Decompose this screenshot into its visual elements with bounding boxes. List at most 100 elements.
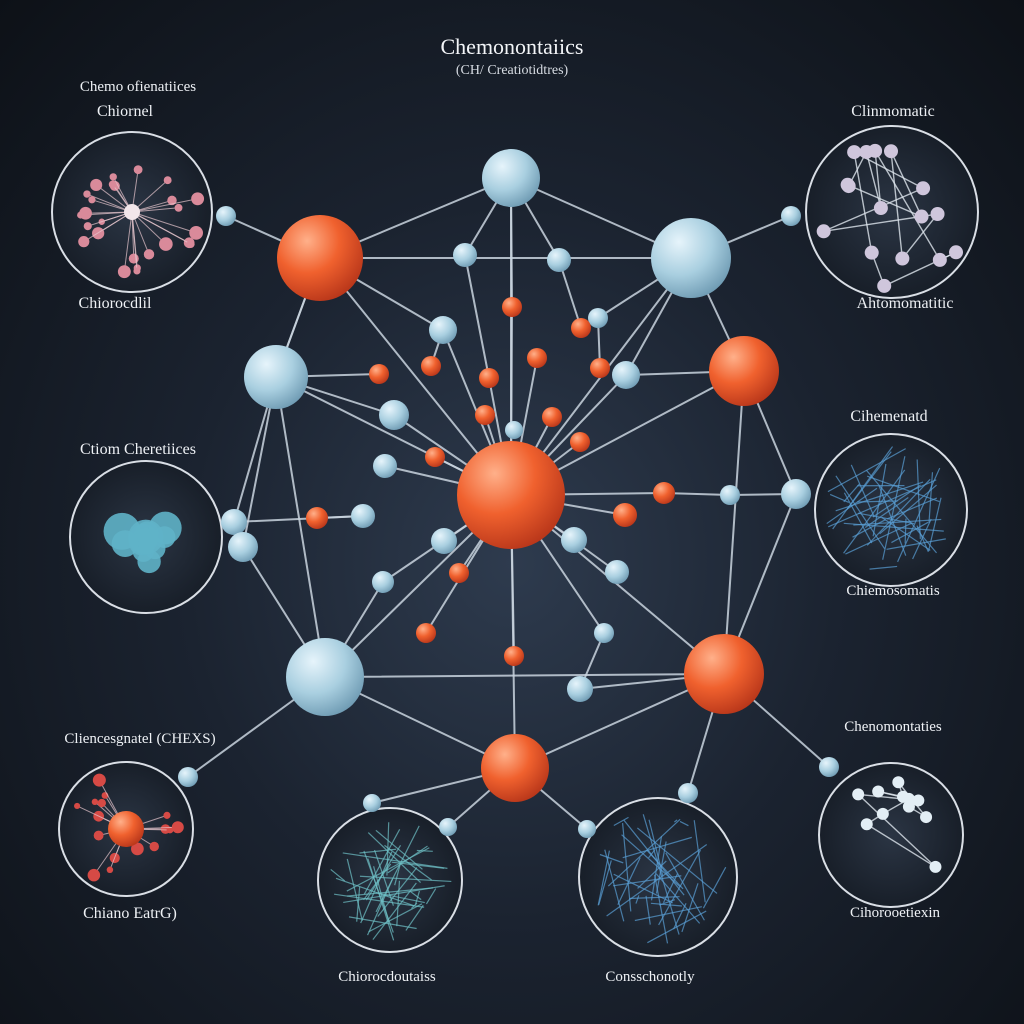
inset-atom (143, 249, 155, 260)
inset-bond (131, 211, 138, 272)
inset-atom (876, 807, 889, 820)
inset-strand (645, 895, 651, 925)
blue-small-node (781, 206, 801, 226)
inset-bond (86, 193, 133, 213)
inset-strand (866, 469, 938, 554)
inset-strand (647, 910, 707, 944)
inset-strand (878, 485, 907, 556)
inset-atom (159, 237, 173, 251)
inset-strand (394, 863, 401, 886)
inset-atom (902, 792, 915, 805)
inset-bond (83, 211, 133, 243)
inset-atom (949, 245, 964, 260)
inset-strand (843, 522, 944, 532)
inset-strand (843, 483, 860, 503)
inset-strand (679, 820, 689, 827)
inset-strand (835, 475, 886, 550)
inset-atom (74, 802, 81, 810)
inset-atom (852, 788, 865, 801)
blue-small-node (429, 316, 457, 344)
inset-atom (174, 203, 183, 212)
blue-small-node (372, 571, 394, 593)
node-layer (178, 149, 839, 838)
inset-layer (51, 125, 979, 957)
inset-bottom-left-caption: Chiano EatrG) (83, 905, 177, 922)
inset-strand (681, 883, 699, 933)
inset-atom (163, 811, 171, 819)
inset-bottom-left-label: Cliencesgnatel (CHEXS) (64, 731, 216, 747)
inset-strand (597, 850, 611, 906)
inset-atom (840, 177, 855, 192)
inset-mid-right (814, 433, 968, 587)
inset-atom (868, 143, 883, 158)
inset-atom (97, 798, 106, 808)
inset-strand (346, 847, 430, 892)
inset-atom (83, 222, 92, 231)
inset-strand (604, 849, 625, 922)
inset-strand (634, 906, 702, 922)
inset-atom (149, 841, 159, 852)
inset-bond (123, 211, 133, 272)
inset-strand (843, 469, 906, 554)
inset-atom (106, 866, 114, 874)
inset-bottom-center-right-caption: Consschonotly (605, 969, 695, 985)
inset-core-atom (124, 204, 140, 220)
inset-bottom-center-right (578, 797, 738, 957)
orange-small-node (570, 432, 590, 452)
edge (464, 254, 490, 379)
inset-strand (879, 484, 937, 535)
blue-small-node (228, 532, 258, 562)
blue-small-node (605, 560, 629, 584)
inset-top-right (805, 125, 979, 299)
orange-small-node (416, 623, 436, 643)
inset-strand (599, 853, 624, 864)
inset-atom (929, 860, 942, 873)
blue-small-node (819, 757, 839, 777)
inset-strand (673, 903, 687, 930)
inset-strand (372, 882, 417, 940)
inset-strand (405, 904, 424, 931)
inset-atom (93, 830, 104, 841)
inset-atom (163, 176, 172, 185)
inset-atom (895, 251, 910, 266)
blue-small-node (781, 479, 811, 509)
inset-atom (912, 794, 925, 807)
inset-strand (642, 814, 680, 935)
inset-strand (368, 903, 423, 933)
inset-bond (874, 150, 882, 209)
inset-strand (882, 456, 906, 560)
inset-bond (890, 151, 904, 259)
inset-strand (827, 448, 906, 493)
inset-strand (655, 873, 701, 924)
blue-small-node (351, 504, 375, 528)
inset-strand (598, 860, 612, 906)
orange-small-node (421, 356, 441, 376)
inset-strand (365, 845, 402, 901)
orange-atom-node (277, 215, 363, 301)
inset-strand (658, 849, 701, 926)
inset-atom (166, 826, 174, 834)
blue-small-node (547, 248, 571, 272)
inset-strand (650, 902, 682, 907)
inset-blob (148, 511, 182, 545)
inset-atom (932, 252, 947, 267)
inset-atom (877, 278, 892, 293)
inset-strand (396, 880, 401, 927)
orange-small-node (502, 297, 522, 317)
inset-atom (189, 225, 204, 240)
inset-strand (348, 916, 417, 930)
blue-small-node (578, 820, 596, 838)
blue-small-node (588, 308, 608, 328)
blue-atom-node (651, 218, 731, 298)
orange-small-node (449, 563, 469, 583)
blue-small-node (363, 794, 381, 812)
inset-bond (866, 823, 936, 868)
inset-atom (83, 190, 91, 198)
inset-strand (912, 518, 932, 560)
inset-strand (343, 885, 445, 904)
inset-strand (629, 896, 680, 900)
blue-small-node (431, 528, 457, 554)
inset-bottom-right-label: Chenomontaties (844, 719, 942, 735)
inset-strand (613, 816, 629, 826)
inset-atom (88, 196, 96, 204)
